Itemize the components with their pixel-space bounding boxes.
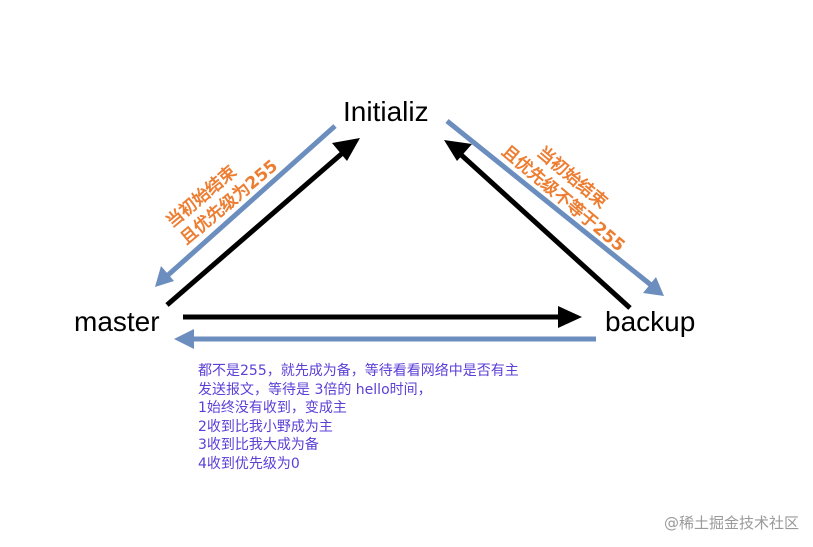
- note-line-4: 2收到比我小野成为主: [198, 418, 333, 435]
- arrow-backup-to-init: [444, 140, 632, 310]
- note-line-3: 1始终没有收到，变成主: [198, 400, 347, 416]
- note-line-1: 都不是255，就先成为备，等待看看网络中是否有主: [198, 363, 519, 379]
- node-init-label: Initializ: [343, 96, 429, 127]
- arrow-master-to-init: [165, 138, 360, 307]
- blue-arrow-backup-to-master: [174, 329, 596, 349]
- fallback-note: 都不是255，就先成为备，等待看看网络中是否有主 发送报文，等待是 3倍的 he…: [198, 362, 519, 473]
- blue-arrow-init-to-master: [155, 124, 337, 287]
- note-line-2: 发送报文，等待是 3倍的 hello时间，: [198, 381, 432, 398]
- arrow-master-to-backup: [183, 306, 582, 328]
- note-line-6: 4收到优先级为0: [198, 455, 300, 472]
- watermark: @稀土掘金技术社区: [663, 514, 799, 532]
- note-line-5: 3收到比我大成为备: [198, 437, 319, 453]
- blue-arrow-init-to-backup: [445, 119, 664, 296]
- node-master-label: master: [74, 306, 160, 337]
- node-backup-label: backup: [605, 306, 696, 337]
